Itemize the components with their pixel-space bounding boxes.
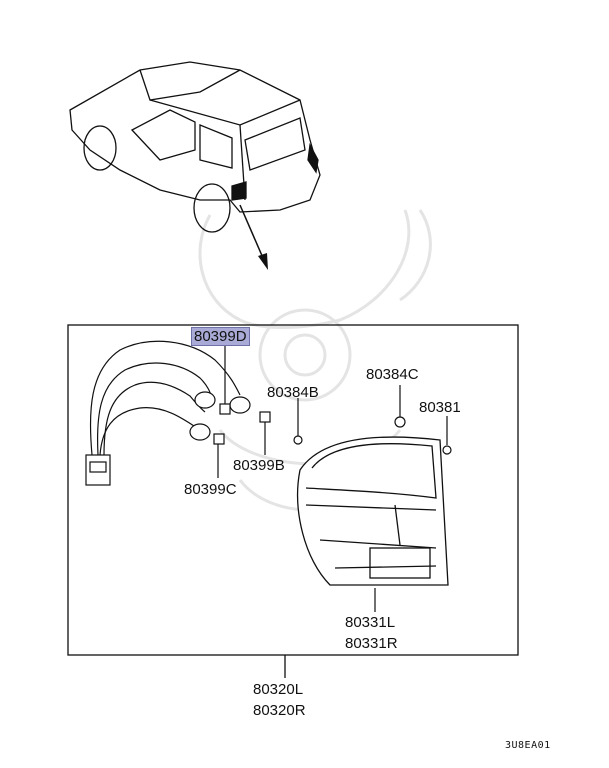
part-label-lens-right[interactable]: 80331R: [345, 635, 398, 652]
vehicle-illustration: [69, 61, 321, 233]
tail-lamp-lens: [297, 436, 449, 586]
part-label-socket-b[interactable]: 80384B: [267, 384, 319, 401]
bulb-sockets: [189, 391, 452, 455]
parts-frame: [67, 324, 519, 656]
part-label-lens-left[interactable]: 80331L: [345, 614, 396, 631]
part-label-screw-c[interactable]: 80384C: [366, 366, 419, 383]
part-label-assembly-right[interactable]: 80320R: [253, 702, 306, 719]
part-label-screw[interactable]: 80381: [419, 399, 461, 416]
part-label-bulb-b[interactable]: 80399B: [233, 457, 285, 474]
part-label-assembly-left[interactable]: 80320L: [253, 681, 304, 698]
part-label-wiring-harness[interactable]: 80399D: [191, 327, 250, 346]
location-arrow: [239, 204, 268, 270]
part-label-bulb-c[interactable]: 80399C: [184, 481, 237, 498]
wiring-harness: [85, 340, 448, 612]
diagram-code: 3U8EA01: [505, 740, 551, 751]
